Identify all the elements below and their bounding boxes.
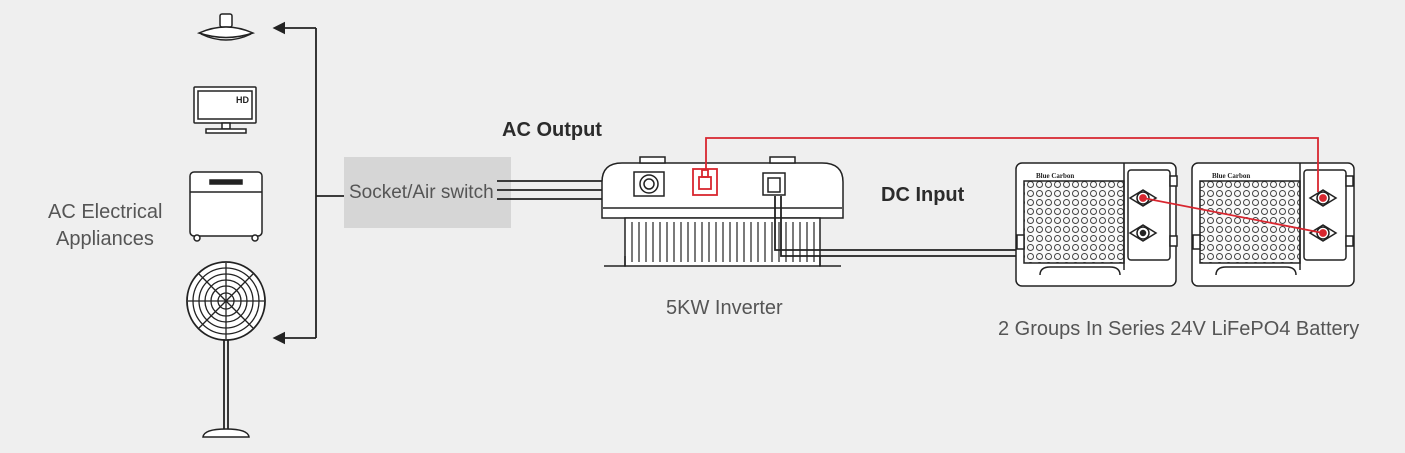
- appliances-label-line1: AC Electrical: [48, 201, 163, 223]
- battery-left-brand: Blue Carbon: [1036, 172, 1074, 180]
- battery-right-icon: [1191, 162, 1355, 287]
- battery-right-brand: Blue Carbon: [1212, 172, 1250, 180]
- ac-output-label: AC Output: [502, 119, 602, 141]
- tv-hd-badge: HD: [236, 95, 249, 105]
- dc-cable: [774, 196, 1020, 257]
- socket-air-switch-box: [344, 157, 511, 228]
- appliances-label-line2: Appliances: [56, 228, 154, 250]
- washing-machine-icon: [189, 171, 263, 242]
- ceiling-lamp-icon: [196, 13, 256, 41]
- red-wiring: [692, 137, 1327, 237]
- socket-label: Socket/Air switch: [349, 182, 494, 203]
- inverter-label: 5KW Inverter: [666, 297, 783, 319]
- television-icon: [193, 86, 257, 134]
- battery-left-icon: [1015, 162, 1178, 287]
- inverter-icon: [601, 156, 844, 267]
- dc-input-label: DC Input: [881, 184, 965, 206]
- battery-label: 2 Groups In Series 24V LiFePO4 Battery: [998, 318, 1360, 340]
- standing-fan-icon: [186, 261, 266, 438]
- distribution-bracket: [272, 21, 344, 345]
